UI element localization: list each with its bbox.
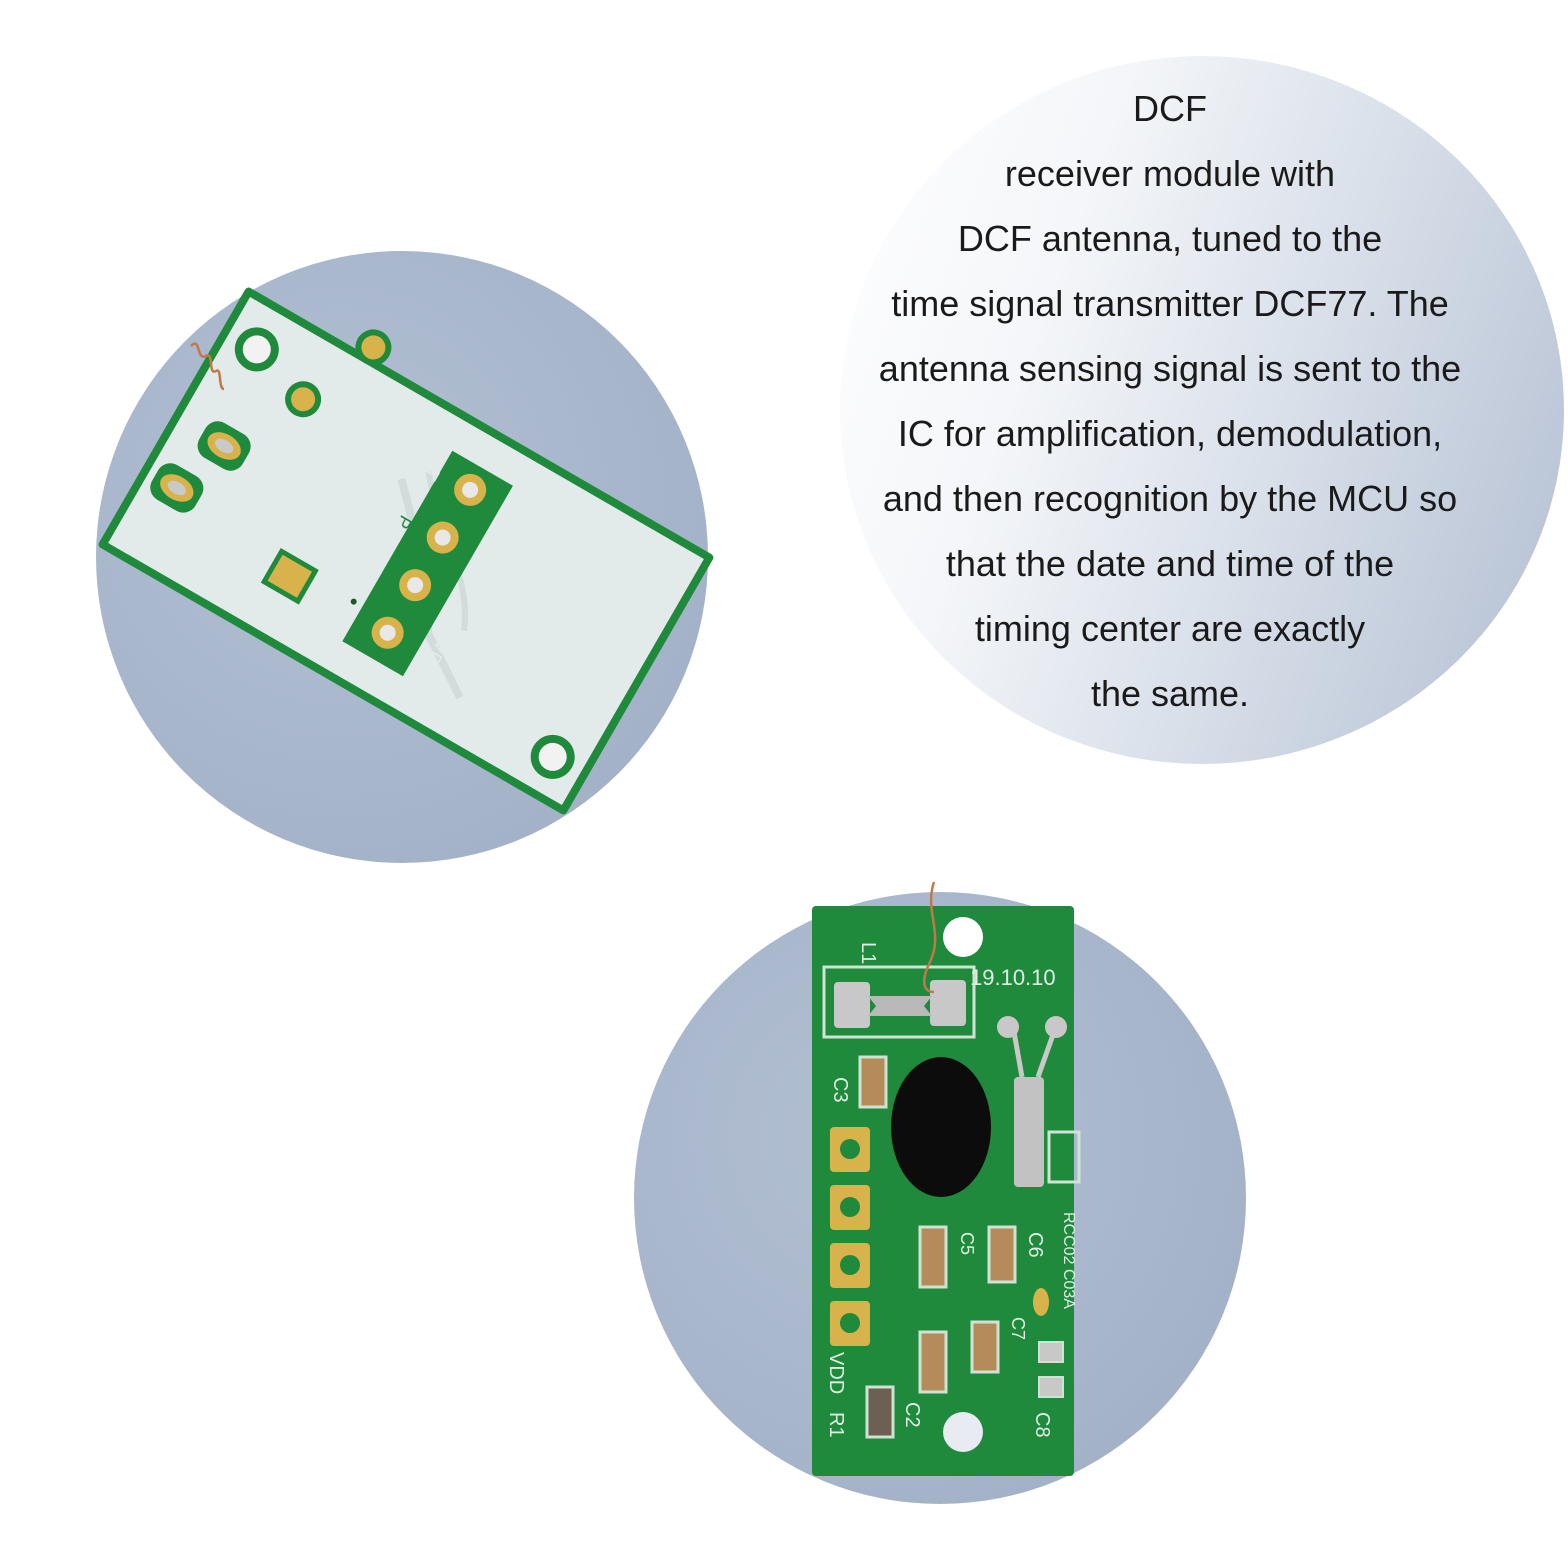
text-background-blob [840, 56, 1564, 764]
pcb-back-photo: T P VDD [98, 287, 714, 815]
description-line: DCF [1133, 88, 1207, 129]
mounting-hole [943, 917, 983, 957]
pad [291, 387, 316, 412]
mounting-hole [538, 742, 567, 771]
description-line: IC for amplification, demodulation, [897, 413, 1443, 454]
label-c5: C5 [957, 1232, 977, 1255]
label-l1: L1 [857, 942, 879, 964]
label-part-code: RCC02 C03A [1060, 1212, 1077, 1309]
smd-components [858, 1055, 1064, 1439]
description-line: time signal transmitter DCF77. The [891, 283, 1449, 324]
description-line: receiver module with [1004, 153, 1336, 194]
description-line: that the date and time of the [945, 543, 1395, 584]
pad [361, 335, 386, 360]
label-vdd: VDD [825, 1352, 847, 1394]
description-line: the same. [1090, 673, 1250, 714]
label-c3: C3 [829, 1077, 851, 1103]
label-c6: C6 [1024, 1232, 1046, 1258]
inductor-l1 [868, 996, 932, 1016]
crystal-oscillator [1014, 1077, 1044, 1187]
description-line: timing center are exactly [974, 608, 1366, 649]
pin-pads [830, 1127, 870, 1346]
solder-joint [214, 438, 234, 454]
ic-epoxy-blob [891, 1057, 991, 1197]
coil-wire [190, 342, 225, 391]
solder-joint [167, 480, 186, 496]
label-c2: C2 [901, 1402, 923, 1428]
description-line: DCF antenna, tuned to the [957, 218, 1383, 259]
test-pad [267, 554, 313, 598]
mounting-hole [242, 335, 271, 364]
pcb-front-photo: 19.10.10 L1 C3 C5 C6 C7 RCC02 C03A C2 C8… [812, 881, 1081, 1476]
description-line: antenna sensing signal is sent to the [878, 348, 1462, 389]
coil-wire [922, 881, 937, 994]
mounting-hole [943, 1412, 983, 1452]
label-c7: C7 [1008, 1317, 1028, 1340]
label-r1: R1 [825, 1412, 847, 1438]
description-line: and then recognition by the MCU so [882, 478, 1458, 519]
label-c8: C8 [1031, 1412, 1053, 1438]
date-code: 19.10.10 [970, 965, 1056, 990]
description-text: DCF receiver module with DCF antenna, tu… [820, 76, 1520, 726]
